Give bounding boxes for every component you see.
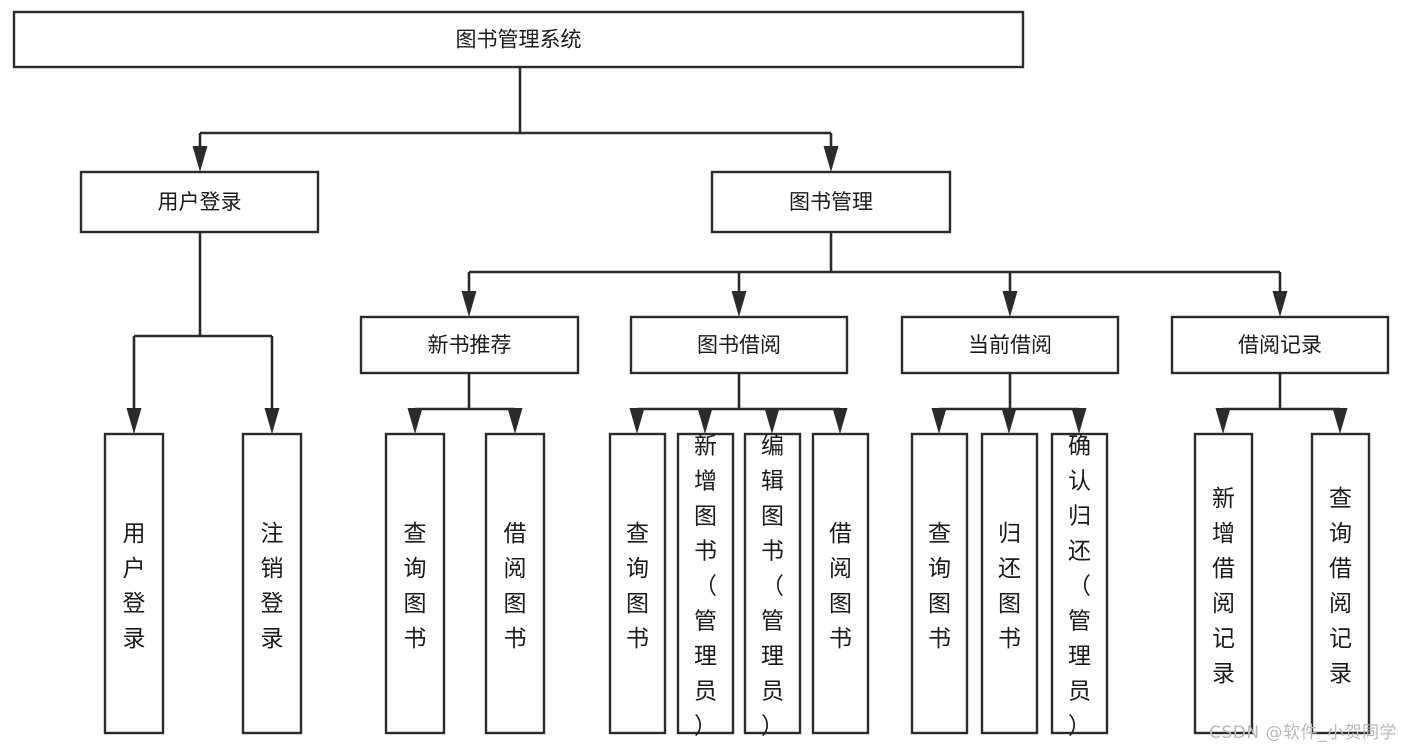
node-box-root[interactable] [12, 10, 1025, 69]
watermark-label: CSDN @软件_小贺同学 [1209, 723, 1397, 743]
connector-root-to-level1 [192, 67, 839, 172]
arrow-head-record-to-leaves-1 [1332, 408, 1348, 434]
node-label-user-login: 用户登录 [158, 190, 242, 214]
node-label-leaf-add-borrow-record: 新增借阅记录 [1212, 486, 1235, 687]
node-label-leaf-borrow-book-2: 借阅图书 [829, 521, 852, 652]
node-label-leaf-query-book-2: 查询图书 [626, 521, 649, 652]
node-book-manage[interactable]: 图书管理 [710, 170, 952, 234]
node-box-leaf-borrow-book-1[interactable] [484, 432, 546, 735]
arrow-head-borrow-to-leaves-3 [832, 408, 848, 434]
node-leaf-query-borrow-record[interactable]: 查询借阅记录 [1310, 432, 1371, 735]
node-label-book-manage: 图书管理 [789, 190, 873, 214]
arrow-head-current-to-leaves-0 [931, 408, 947, 434]
node-root[interactable]: 图书管理系统 [12, 10, 1025, 69]
arrow-head-borrow-to-leaves-0 [629, 408, 645, 434]
node-label-leaf-query-book-1: 查询图书 [404, 521, 427, 652]
node-label-leaf-logout-login: 注销登录 [261, 521, 284, 652]
arrow-head-book-manage-to-level2-0 [461, 291, 477, 317]
node-leaf-logout-login[interactable]: 注销登录 [241, 432, 303, 735]
connector-record-to-leaves [1215, 373, 1348, 434]
arrow-head-recommend-to-leaves-0 [407, 408, 423, 434]
arrow-head-record-to-leaves-0 [1215, 408, 1231, 434]
node-box-leaf-borrow-book-2[interactable] [811, 432, 870, 735]
arrow-head-borrow-to-leaves-1 [697, 408, 713, 434]
node-box-book-manage[interactable] [710, 170, 952, 234]
node-user-login[interactable]: 用户登录 [79, 170, 320, 234]
node-label-leaf-borrow-book-1: 借阅图书 [504, 521, 527, 652]
node-label-leaf-confirm-return-admin: 确认归还（管理员） [1068, 433, 1091, 739]
node-leaf-add-book-admin[interactable]: 新增图书（管理员） [676, 432, 735, 739]
node-label-leaf-query-borrow-record: 查询借阅记录 [1329, 486, 1352, 687]
node-box-leaf-query-book-3[interactable] [910, 432, 969, 735]
node-label-current-borrow: 当前借阅 [968, 333, 1052, 357]
node-box-new-book-recommend[interactable] [359, 315, 580, 375]
node-box-leaf-logout-login[interactable] [241, 432, 303, 735]
arrow-head-book-manage-to-level2-3 [1272, 291, 1288, 317]
node-label-book-borrow: 图书借阅 [697, 333, 781, 357]
node-box-leaf-add-book-admin[interactable] [676, 432, 735, 735]
node-box-leaf-add-borrow-record[interactable] [1193, 432, 1254, 735]
arrow-head-current-to-leaves-1 [1001, 408, 1017, 434]
node-book-borrow[interactable]: 图书借阅 [629, 315, 849, 375]
connector-user-login-to-leaves [126, 232, 280, 434]
node-label-leaf-add-book-admin: 新增图书（管理员） [694, 433, 717, 739]
arrow-head-root-to-level1-1 [823, 146, 839, 172]
node-box-leaf-query-book-1[interactable] [384, 432, 446, 735]
node-leaf-query-book-1[interactable]: 查询图书 [384, 432, 446, 735]
node-label-borrow-record: 借阅记录 [1238, 333, 1322, 357]
connector-book-manage-to-level2 [461, 232, 1288, 317]
node-leaf-add-borrow-record[interactable]: 新增借阅记录 [1193, 432, 1254, 735]
node-label-leaf-return-book: 归还图书 [998, 521, 1021, 652]
node-leaf-query-book-2[interactable]: 查询图书 [608, 432, 667, 735]
arrow-head-book-manage-to-level2-2 [1002, 291, 1018, 317]
node-leaf-borrow-book-1[interactable]: 借阅图书 [484, 432, 546, 735]
connector-current-to-leaves [931, 373, 1087, 434]
arrow-head-root-to-level1-0 [192, 146, 208, 172]
node-label-leaf-user-login: 用户登录 [123, 521, 146, 652]
arrow-head-recommend-to-leaves-1 [507, 408, 523, 434]
node-current-borrow[interactable]: 当前借阅 [900, 315, 1120, 375]
node-box-leaf-edit-book-admin[interactable] [743, 432, 802, 735]
connector-borrow-to-leaves [629, 373, 848, 434]
arrow-head-user-login-to-leaves-0 [126, 408, 142, 434]
node-leaf-query-book-3[interactable]: 查询图书 [910, 432, 969, 735]
arrow-head-borrow-to-leaves-2 [764, 408, 780, 434]
node-leaf-confirm-return-admin[interactable]: 确认归还（管理员） [1050, 432, 1109, 739]
node-leaf-edit-book-admin[interactable]: 编辑图书（管理员） [743, 432, 802, 739]
node-box-leaf-return-book[interactable] [980, 432, 1039, 735]
node-box-user-login[interactable] [79, 170, 320, 234]
connector-layer [126, 67, 1348, 434]
node-leaf-user-login[interactable]: 用户登录 [103, 432, 165, 735]
node-box-leaf-query-borrow-record[interactable] [1310, 432, 1371, 735]
node-box-borrow-record[interactable] [1170, 315, 1390, 375]
node-box-leaf-confirm-return-admin[interactable] [1050, 432, 1109, 735]
node-label-leaf-edit-book-admin: 编辑图书（管理员） [761, 433, 784, 739]
node-box-leaf-query-book-2[interactable] [608, 432, 667, 735]
node-box-book-borrow[interactable] [629, 315, 849, 375]
node-borrow-record[interactable]: 借阅记录 [1170, 315, 1390, 375]
node-label-new-book-recommend: 新书推荐 [428, 333, 512, 357]
node-leaf-return-book[interactable]: 归还图书 [980, 432, 1039, 735]
node-new-book-recommend[interactable]: 新书推荐 [359, 315, 580, 375]
arrow-head-book-manage-to-level2-1 [731, 291, 747, 317]
node-label-leaf-query-book-3: 查询图书 [928, 521, 951, 652]
node-box-leaf-user-login[interactable] [103, 432, 165, 735]
node-box-current-borrow[interactable] [900, 315, 1120, 375]
arrow-head-user-login-to-leaves-1 [264, 408, 280, 434]
node-label-root: 图书管理系统 [456, 28, 582, 52]
node-leaf-borrow-book-2[interactable]: 借阅图书 [811, 432, 870, 735]
arrow-head-current-to-leaves-2 [1071, 408, 1087, 434]
node-layer: 图书管理系统用户登录图书管理新书推荐图书借阅当前借阅借阅记录用户登录注销登录查询… [12, 10, 1390, 739]
connector-recommend-to-leaves [407, 373, 523, 434]
